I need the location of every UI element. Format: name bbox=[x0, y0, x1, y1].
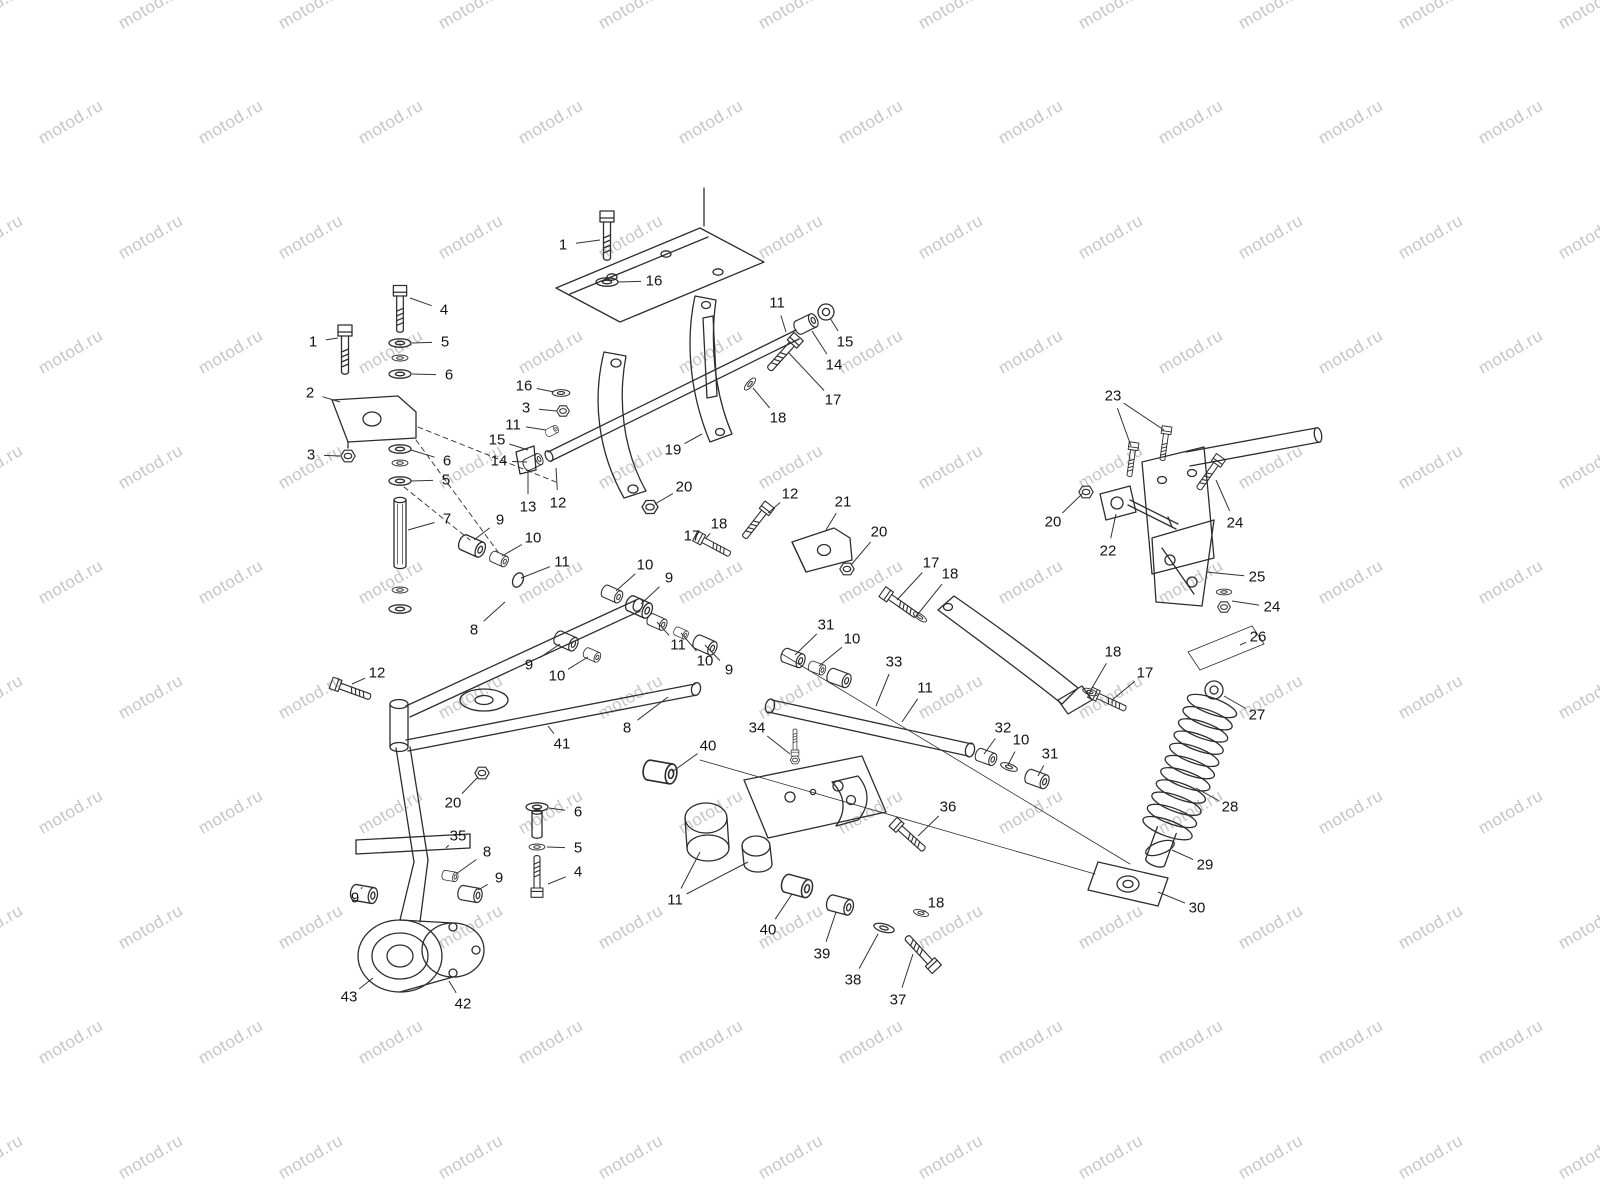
part-callout: 9 bbox=[524, 656, 534, 674]
part-callout: 10 bbox=[843, 630, 861, 648]
part-callout: 9 bbox=[495, 511, 505, 529]
part-callout: 33 bbox=[885, 653, 903, 671]
part-callout: 42 bbox=[454, 995, 472, 1013]
part-callout: 10 bbox=[524, 529, 542, 547]
part-callout: 7 bbox=[442, 510, 452, 528]
part-callout: 28 bbox=[1221, 798, 1239, 816]
part-callout: 40 bbox=[759, 921, 777, 939]
part-callout: 43 bbox=[340, 988, 358, 1006]
part-callout: 20 bbox=[444, 794, 462, 812]
part-callout: 16 bbox=[645, 272, 663, 290]
part-callout: 17 bbox=[683, 527, 701, 545]
part-callout: 27 bbox=[1248, 706, 1266, 724]
part-callout: 11 bbox=[505, 416, 521, 434]
part-callout: 9 bbox=[350, 889, 360, 907]
part-callout: 40 bbox=[699, 737, 717, 755]
part-callout: 22 bbox=[1099, 542, 1117, 560]
part-callout: 32 bbox=[994, 719, 1012, 737]
leader-lines bbox=[322, 239, 1260, 994]
part-callout: 13 bbox=[519, 498, 537, 516]
part-callout: 6 bbox=[573, 803, 583, 821]
part-callout: 10 bbox=[696, 652, 714, 670]
part-callout: 5 bbox=[573, 839, 583, 857]
part-callout: 11 bbox=[670, 636, 686, 654]
part-callout: 23 bbox=[1104, 387, 1122, 405]
part-callout: 17 bbox=[1136, 664, 1154, 682]
part-callout: 24 bbox=[1263, 598, 1281, 616]
part-callout: 11 bbox=[917, 679, 933, 697]
part-callout: 14 bbox=[490, 452, 508, 470]
part-callout: 29 bbox=[1196, 856, 1214, 874]
part-callout: 18 bbox=[941, 565, 959, 583]
part-callout: 3 bbox=[306, 446, 316, 464]
part-callout: 12 bbox=[781, 485, 799, 503]
part-callout: 8 bbox=[469, 621, 479, 639]
part-callout: 36 bbox=[939, 798, 957, 816]
part-callout: 31 bbox=[817, 616, 835, 634]
part-callout: 4 bbox=[439, 301, 449, 319]
part-callout: 11 bbox=[769, 294, 785, 312]
part-callout: 14 bbox=[825, 356, 843, 374]
part-callout: 18 bbox=[710, 515, 728, 533]
part-callout: 3 bbox=[521, 399, 531, 417]
part-callout: 11 bbox=[554, 553, 570, 571]
part-callout: 10 bbox=[548, 667, 566, 685]
part-callout: 24 bbox=[1226, 514, 1244, 532]
part-callout: 2 bbox=[305, 384, 315, 402]
part-callout: 1 bbox=[558, 236, 568, 254]
part-callout: 6 bbox=[444, 366, 454, 384]
part-callout: 10 bbox=[636, 556, 654, 574]
part-callout: 19 bbox=[664, 441, 682, 459]
part-callout: 20 bbox=[1044, 513, 1062, 531]
part-callout: 12 bbox=[549, 494, 567, 512]
part-callout: 12 bbox=[368, 664, 386, 682]
part-callout: 5 bbox=[440, 333, 450, 351]
part-callout: 5 bbox=[441, 471, 451, 489]
part-callout: 10 bbox=[1012, 731, 1030, 749]
part-callout: 17 bbox=[922, 554, 940, 572]
part-callout: 18 bbox=[769, 409, 787, 427]
parts-linework bbox=[328, 187, 1323, 993]
part-callout: 37 bbox=[889, 991, 907, 1009]
part-callout: 8 bbox=[482, 843, 492, 861]
part-callout: 9 bbox=[724, 661, 734, 679]
part-callout: 1 bbox=[308, 333, 318, 351]
part-callout: 9 bbox=[494, 869, 504, 887]
part-callout: 34 bbox=[748, 719, 766, 737]
part-callout: 41 bbox=[553, 735, 571, 753]
part-callout: 15 bbox=[836, 333, 854, 351]
part-callout: 4 bbox=[573, 863, 583, 881]
part-callout: 20 bbox=[870, 523, 888, 541]
part-callout: 35 bbox=[449, 827, 467, 845]
part-callout: 20 bbox=[675, 478, 693, 496]
part-callout: 8 bbox=[622, 719, 632, 737]
part-callout: 39 bbox=[813, 945, 831, 963]
part-callout: 16 bbox=[515, 377, 533, 395]
part-callout: 38 bbox=[844, 971, 862, 989]
part-callout: 11 bbox=[667, 891, 683, 909]
part-callout: 30 bbox=[1188, 899, 1206, 917]
part-callout: 25 bbox=[1248, 568, 1266, 586]
part-callout: 6 bbox=[442, 452, 452, 470]
part-callout: 17 bbox=[824, 391, 842, 409]
part-callout: 18 bbox=[1104, 643, 1122, 661]
part-callout: 18 bbox=[927, 894, 945, 912]
part-callout: 26 bbox=[1249, 628, 1267, 646]
part-callout: 9 bbox=[664, 569, 674, 587]
part-callout: 21 bbox=[834, 493, 852, 511]
part-callout: 15 bbox=[488, 431, 506, 449]
part-callout: 31 bbox=[1041, 745, 1059, 763]
